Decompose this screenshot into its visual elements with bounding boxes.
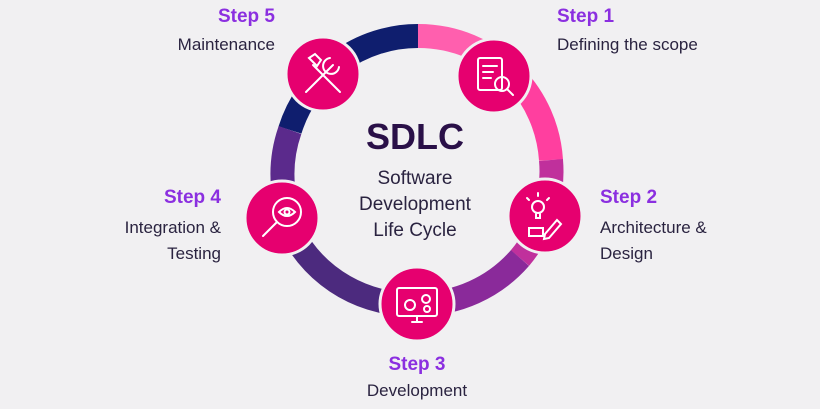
wrench-screwdriver-icon [305,52,341,93]
center-subtitle-line: Software [377,168,453,189]
step4-node [243,179,321,257]
step5-title: Step 5 [217,6,275,27]
center-subtitle-line: Development [359,194,471,215]
center-title: SDLC [366,116,464,157]
step4-label: Step 4 Integration & Testing [70,187,221,267]
document-search-icon [477,57,514,96]
step4-text-line2: Testing [167,244,221,263]
step4-title: Step 4 [163,187,221,208]
step3-node [378,265,456,343]
step5-label: Step 5 Maintenance [130,6,275,58]
step5-node [284,35,362,113]
monitor-gears-icon [396,287,438,323]
step2-title: Step 2 [600,187,658,208]
step1-text: Defining the scope [557,35,698,54]
center-subtitle: Software Development Life Cycle [320,166,510,244]
step2-text-line1: Architecture & [600,218,707,237]
step2-node [506,177,584,255]
step4-text-line1: Integration & [124,218,221,237]
center-subtitle-line: Life Cycle [373,220,457,241]
step1-title: Step 1 [557,6,615,27]
magnifier-eye-icon [262,197,302,237]
lightbulb-pencil-icon [526,192,563,241]
step2-text-line2: Design [600,244,653,263]
step3-text: Development [366,381,468,400]
step3-label: Step 3 Development [337,354,497,404]
step2-label: Step 2 Architecture & Design [600,187,790,267]
step3-title: Step 3 [388,354,446,375]
step5-text: Maintenance [177,35,275,54]
step1-node [455,37,533,115]
step1-label: Step 1 Defining the scope [557,6,757,58]
